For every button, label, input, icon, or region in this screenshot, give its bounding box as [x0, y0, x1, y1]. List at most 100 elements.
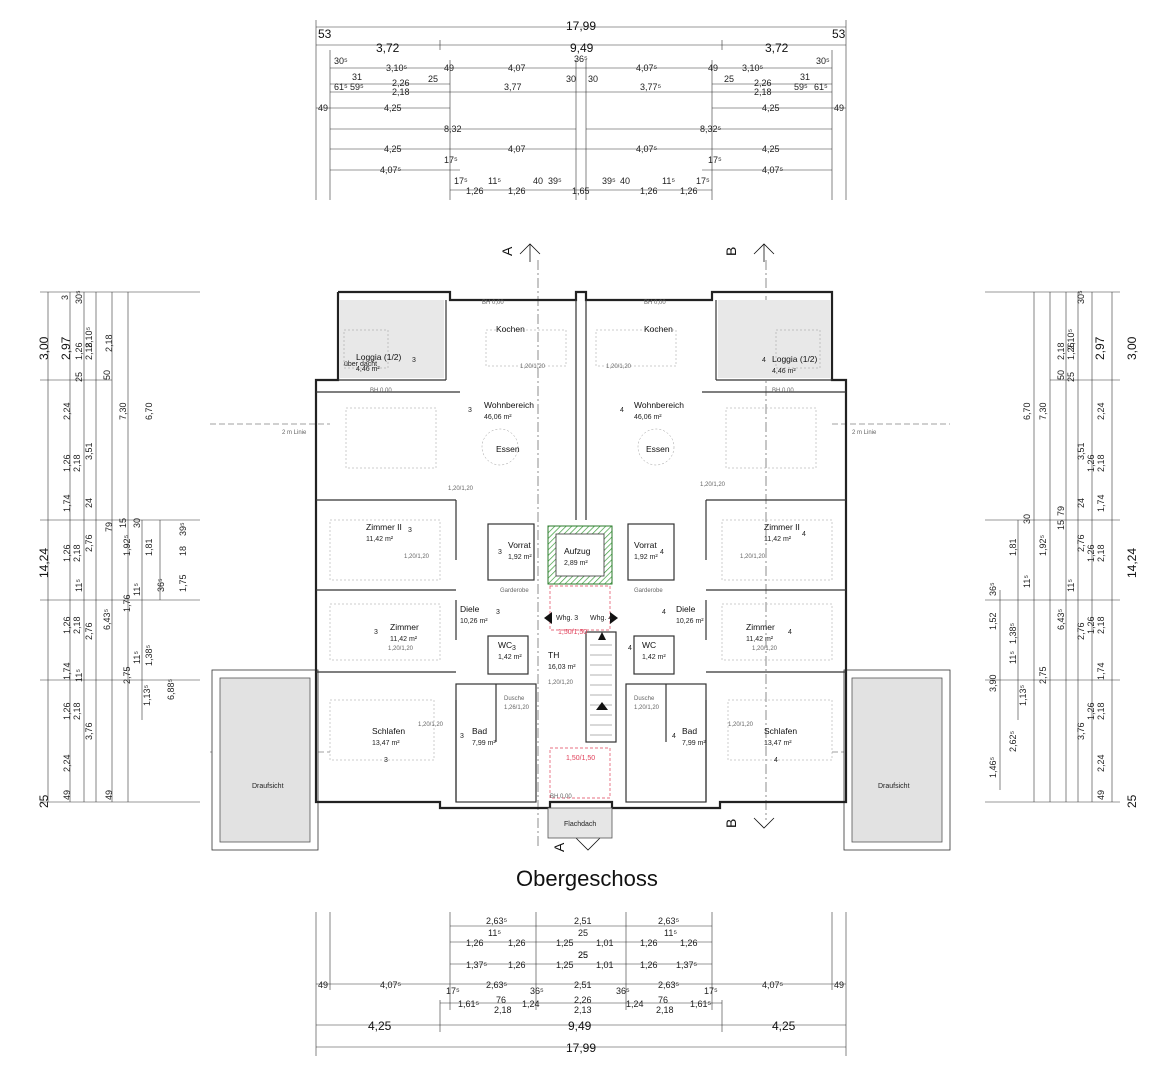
bh-label: BH 0,00 — [644, 300, 666, 306]
dim-label: 2,75 — [1038, 666, 1048, 684]
unit-4-arrow-icon — [610, 612, 618, 624]
dim-right-14-24: 14,24 — [1125, 548, 1139, 578]
dim-label: 7,30 — [118, 402, 128, 420]
dim-label: 18 — [178, 546, 188, 556]
dim-label: 1,38⁵ — [1008, 622, 1018, 644]
dim-label: 17⁵ — [708, 155, 722, 165]
dim-label: 1,25 — [556, 960, 574, 970]
unit-number-tag: 4 — [620, 407, 624, 414]
dim-label: 2,18 — [392, 87, 410, 97]
dim-label: 2,63⁵ — [658, 916, 680, 926]
plan-title: Obergeschoss — [516, 866, 658, 891]
unit-number-tag: 3 — [460, 733, 464, 740]
room-kochen: Kochen — [644, 324, 673, 334]
dim-label: 1,26 — [466, 938, 484, 948]
dim-label: 2,63⁵ — [658, 980, 680, 990]
window-size-label: 1,20/1,20 — [700, 482, 726, 488]
draufsicht-label: Draufsicht — [252, 783, 284, 790]
dim-label: 40 — [620, 176, 630, 186]
unit-number-tag: 3 — [512, 645, 516, 652]
dim-label: 6,43⁵ — [1056, 608, 1066, 630]
dim-label: 36⁵ — [156, 578, 166, 592]
unit-4-labels: Loggia (1/2) 4,46 m² Kochen Wohnbereich … — [590, 324, 818, 764]
dim-label: 1,37⁵ — [466, 960, 488, 970]
room-zimmer-ii: Zimmer II — [366, 522, 402, 532]
dim-label: 1,26 — [680, 186, 698, 196]
dim-label: 11⁵ — [1022, 575, 1032, 588]
unit-3-arrow-icon — [544, 612, 552, 624]
dim-label: 2,13 — [574, 1005, 592, 1015]
dim-label: 2,97 — [1093, 336, 1107, 360]
room-vorrat: Vorrat — [634, 540, 657, 550]
room-dusche: Dusche — [634, 696, 655, 702]
room-zimmer-area: 11,42 m² — [390, 636, 418, 643]
room-diele: Diele — [676, 604, 696, 614]
dim-label: 79 — [1056, 506, 1066, 516]
dim-label: 1,24 — [522, 999, 540, 1009]
building-walls — [314, 290, 848, 810]
room-zimmer-area: 11,42 m² — [746, 636, 774, 643]
bh-label: BH 0,00 — [550, 794, 572, 800]
dim-label: 2,18 — [1096, 544, 1106, 562]
dim-label: 1,74 — [1096, 494, 1106, 512]
dim-label: 25 — [1066, 372, 1076, 382]
dim-label: 2,24 — [1096, 402, 1106, 420]
dim-label: 4,07⁵ — [762, 980, 784, 990]
dim-label: 11⁵ — [664, 928, 677, 938]
dim-label: 11⁵ — [488, 928, 501, 938]
dim-label: 50 — [1056, 370, 1066, 380]
dim-label: 6,43⁵ — [102, 608, 112, 630]
room-schlafen: Schlafen — [372, 726, 405, 736]
dim-label: 36⁵ — [530, 986, 544, 996]
room-wohnbereich: Wohnbereich — [484, 400, 534, 410]
unit-number-tag: 4 — [788, 629, 792, 636]
turning-circle-landing — [549, 585, 611, 631]
dim-label: 2,24 — [62, 754, 72, 772]
dim-label: 59⁵ — [794, 82, 808, 92]
bh-label: BH 0,00 — [772, 388, 794, 394]
bh-label: BH 0,00 — [370, 388, 392, 394]
dim-left-14-24: 14,24 — [37, 548, 51, 578]
dim-label: 1,74 — [62, 662, 72, 680]
unit-number-tag: 3 — [384, 757, 388, 764]
right-dimension-chain — [985, 291, 1120, 803]
dim-label: 2,18 — [72, 616, 82, 634]
dim-label: 79 — [104, 522, 114, 532]
dim-label: 7,30 — [1038, 402, 1048, 420]
garderobe-label: Garderobe — [500, 588, 529, 594]
dim-label: 3 — [60, 295, 70, 300]
dim-top-right-wing: 3,72 — [765, 41, 789, 55]
room-th: TH — [548, 650, 559, 660]
dim-label: 39⁵ — [178, 522, 188, 536]
dim-label: 25 — [578, 950, 588, 960]
flachdach-box — [547, 807, 613, 839]
dim-label: 49 — [708, 63, 718, 73]
dim-label: 1,26 — [1066, 342, 1076, 360]
dim-label: 11⁵ — [74, 669, 84, 682]
dim-label: 8,32 — [444, 124, 462, 134]
dim-label: 1,76 — [122, 594, 132, 612]
unit-3-entrance-label: Whg. 3 — [556, 615, 578, 622]
dim-label: 11⁵ — [132, 583, 142, 596]
draufsicht-label: Draufsicht — [878, 783, 910, 790]
room-aufzug: Aufzug — [564, 546, 591, 556]
dim-label: 1,61⁵ — [458, 999, 480, 1009]
dim-label: 8,32⁵ — [700, 124, 722, 134]
dim-label: 17⁵ — [704, 986, 718, 996]
garderobe-label: Garderobe — [634, 588, 663, 594]
dim-label: 2,63⁵ — [486, 916, 508, 926]
dim-label: 25 — [74, 372, 84, 382]
dim-label: 76 — [496, 995, 506, 1005]
turning-circle-label: 1,50/1,50 — [558, 629, 587, 636]
dim-label: 1,26 — [62, 616, 72, 634]
dim-label: 4,07⁵ — [762, 165, 784, 175]
dim-label: 30 — [588, 74, 598, 84]
unit-number-tag: 3 — [374, 629, 378, 636]
dim-label: 2,18 — [754, 87, 772, 97]
dim-label: 1,26 — [62, 544, 72, 562]
dim-label: 2,18 — [656, 1005, 674, 1015]
dim-label: 1,25 — [556, 938, 574, 948]
dim-top-overall: 17,99 — [566, 19, 596, 33]
dim-label: 3,10⁵ — [742, 63, 764, 73]
dim-label: 4,25 — [384, 103, 402, 113]
